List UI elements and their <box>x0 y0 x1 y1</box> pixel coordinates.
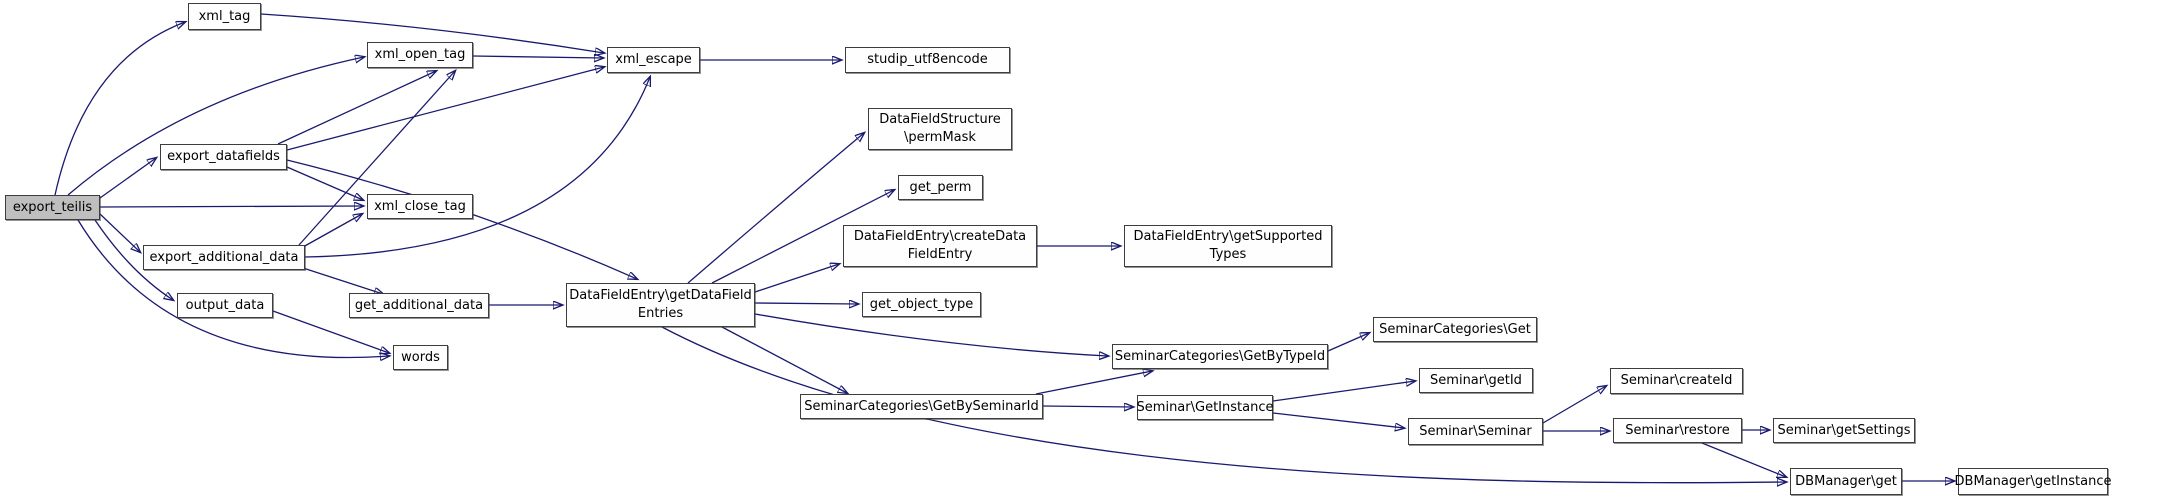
edge-getDataFieldEntries-to-get_object_type <box>754 303 858 304</box>
node-DBManager_get[interactable]: DBManager\get <box>1790 468 1902 495</box>
edge-export_additional_data-to-xml_open_tag <box>298 71 455 246</box>
node-GetInstance[interactable]: Seminar\GetInstance <box>1137 395 1273 420</box>
node-xml_open_tag[interactable]: xml_open_tag <box>367 42 473 68</box>
node-GetBySeminarId[interactable]: SeminarCategories\GetBySeminarId <box>800 394 1043 419</box>
edge-GetInstance-to-getId <box>1272 381 1415 402</box>
node-words[interactable]: words <box>393 345 448 370</box>
node-GetByTypeId[interactable]: SeminarCategories\GetByTypeId <box>1112 344 1328 369</box>
node-label: SeminarCategories\GetBySeminarId <box>804 398 1039 414</box>
node-label: \permMask <box>904 130 976 145</box>
edge-GetByTypeId-to-SeminarCategories_Get <box>1327 333 1369 352</box>
node-Seminar_Seminar[interactable]: Seminar\Seminar <box>1408 418 1543 445</box>
edge-getDataFieldEntries-to-createDataFieldEntry <box>754 264 839 293</box>
node-label: DBManager\getInstance <box>1954 473 2112 489</box>
node-label: FieldEntry <box>907 247 973 262</box>
edge-getDataFieldEntries-to-GetBySeminarId <box>721 326 847 393</box>
edge-export_datafields-to-getDataFieldEntries <box>286 159 637 279</box>
node-permMask[interactable]: DataFieldStructure \permMask <box>868 108 1012 150</box>
node-label: Seminar\getSettings <box>1777 422 1911 438</box>
edge-xml_tag-to-xml_escape <box>260 13 604 53</box>
node-studip_utf8encode[interactable]: studip_utf8encode <box>845 47 1010 73</box>
edge-export_teilis-to-words <box>77 219 389 358</box>
node-label: xml_open_tag <box>374 47 466 63</box>
node-label: xml_escape <box>615 52 692 68</box>
node-label: studip_utf8encode <box>867 52 988 68</box>
edge-export_teilis-to-xml_open_tag <box>67 57 364 196</box>
node-export_datafields[interactable]: export_datafields <box>160 144 287 170</box>
node-label: output_data <box>185 297 265 313</box>
node-label: get_additional_data <box>354 297 484 313</box>
edge-export_teilis-to-output_data <box>94 219 173 300</box>
node-label: words <box>401 349 440 365</box>
edge-export_teilis-to-xml_close_tag <box>99 206 363 207</box>
node-label: export_datafields <box>167 149 280 165</box>
node-label: DataFieldEntry\createData <box>853 229 1027 245</box>
edge-GetInstance-to-Seminar_Seminar <box>1272 412 1404 428</box>
node-label: SeminarCategories\GetByTypeId <box>1114 348 1326 364</box>
node-get_additional_data[interactable]: get_additional_data <box>349 293 489 318</box>
node-export_teilis[interactable]: export_teilis <box>5 195 100 220</box>
node-label: SeminarCategories\Get <box>1379 321 1531 337</box>
node-label: xml_close_tag <box>374 198 466 214</box>
edge-export_teilis-to-xml_tag <box>54 22 185 196</box>
edge-export_datafields-to-xml_close_tag <box>286 166 363 200</box>
edge-getDataFieldEntries-to-permMask <box>687 133 864 284</box>
node-label: DBManager\get <box>1795 473 1897 489</box>
node-label: get_perm <box>909 179 972 195</box>
node-get_perm[interactable]: get_perm <box>898 175 983 200</box>
node-getSettings[interactable]: Seminar\getSettings <box>1773 418 1915 443</box>
node-label: export_additional_data <box>149 249 299 265</box>
edge-GetBySeminarId-to-GetByTypeId <box>1035 371 1152 395</box>
node-label: Seminar\restore <box>1625 422 1730 438</box>
node-get_object_type[interactable]: get_object_type <box>862 292 981 317</box>
node-label: get_object_type <box>869 296 974 312</box>
node-label: Seminar\createId <box>1620 373 1733 389</box>
edge-export_additional_data-to-get_additional_data <box>299 266 383 294</box>
edge-getDataFieldEntries-to-DBManager_get <box>661 326 1786 483</box>
node-label: Types <box>1209 247 1247 262</box>
node-label: export_teilis <box>12 199 93 215</box>
edge-export_teilis-to-export_additional_data <box>99 213 140 252</box>
node-label: Entries <box>637 306 684 321</box>
node-getId[interactable]: Seminar\getId <box>1419 368 1533 393</box>
node-label: DataFieldEntry\getDataField <box>569 288 752 304</box>
node-label: DataFieldStructure <box>879 112 1001 128</box>
node-label: DataFieldEntry\getSupported <box>1133 229 1323 245</box>
edge-restore-to-DBManager_get <box>1701 442 1786 477</box>
node-output_data[interactable]: output_data <box>177 293 273 318</box>
node-xml_tag[interactable]: xml_tag <box>188 3 261 30</box>
node-xml_escape[interactable]: xml_escape <box>607 47 700 73</box>
node-DBManager_getInstance[interactable]: DBManager\getInstance <box>1955 468 2111 495</box>
edge-getDataFieldEntries-to-get_perm <box>711 190 894 284</box>
node-label: xml_tag <box>198 8 251 24</box>
node-label: Seminar\GetInstance <box>1136 399 1274 415</box>
edge-export_additional_data-to-xml_escape <box>304 77 650 258</box>
edge-export_additional_data-to-xml_close_tag <box>302 214 362 248</box>
node-xml_close_tag[interactable]: xml_close_tag <box>367 194 473 219</box>
edge-output_data-to-words <box>272 310 389 353</box>
edge-Seminar_Seminar-to-createId <box>1542 386 1606 424</box>
node-label: Seminar\getId <box>1430 372 1522 388</box>
edge-export_datafields-to-xml_escape <box>286 67 604 151</box>
edge-getDataFieldEntries-to-GetByTypeId <box>754 313 1108 356</box>
node-label: Seminar\Seminar <box>1419 423 1532 439</box>
node-export_additional_data[interactable]: export_additional_data <box>143 245 305 270</box>
node-SeminarCategories_Get[interactable]: SeminarCategories\Get <box>1373 317 1537 342</box>
node-restore[interactable]: Seminar\restore <box>1613 418 1742 443</box>
node-createId[interactable]: Seminar\createId <box>1610 368 1743 394</box>
edge-GetBySeminarId-to-GetInstance <box>1042 406 1133 407</box>
edge-export_datafields-to-xml_open_tag <box>277 71 436 145</box>
edge-export_teilis-to-export_datafields <box>99 158 156 199</box>
edge-xml_open_tag-to-xml_escape <box>472 56 603 58</box>
